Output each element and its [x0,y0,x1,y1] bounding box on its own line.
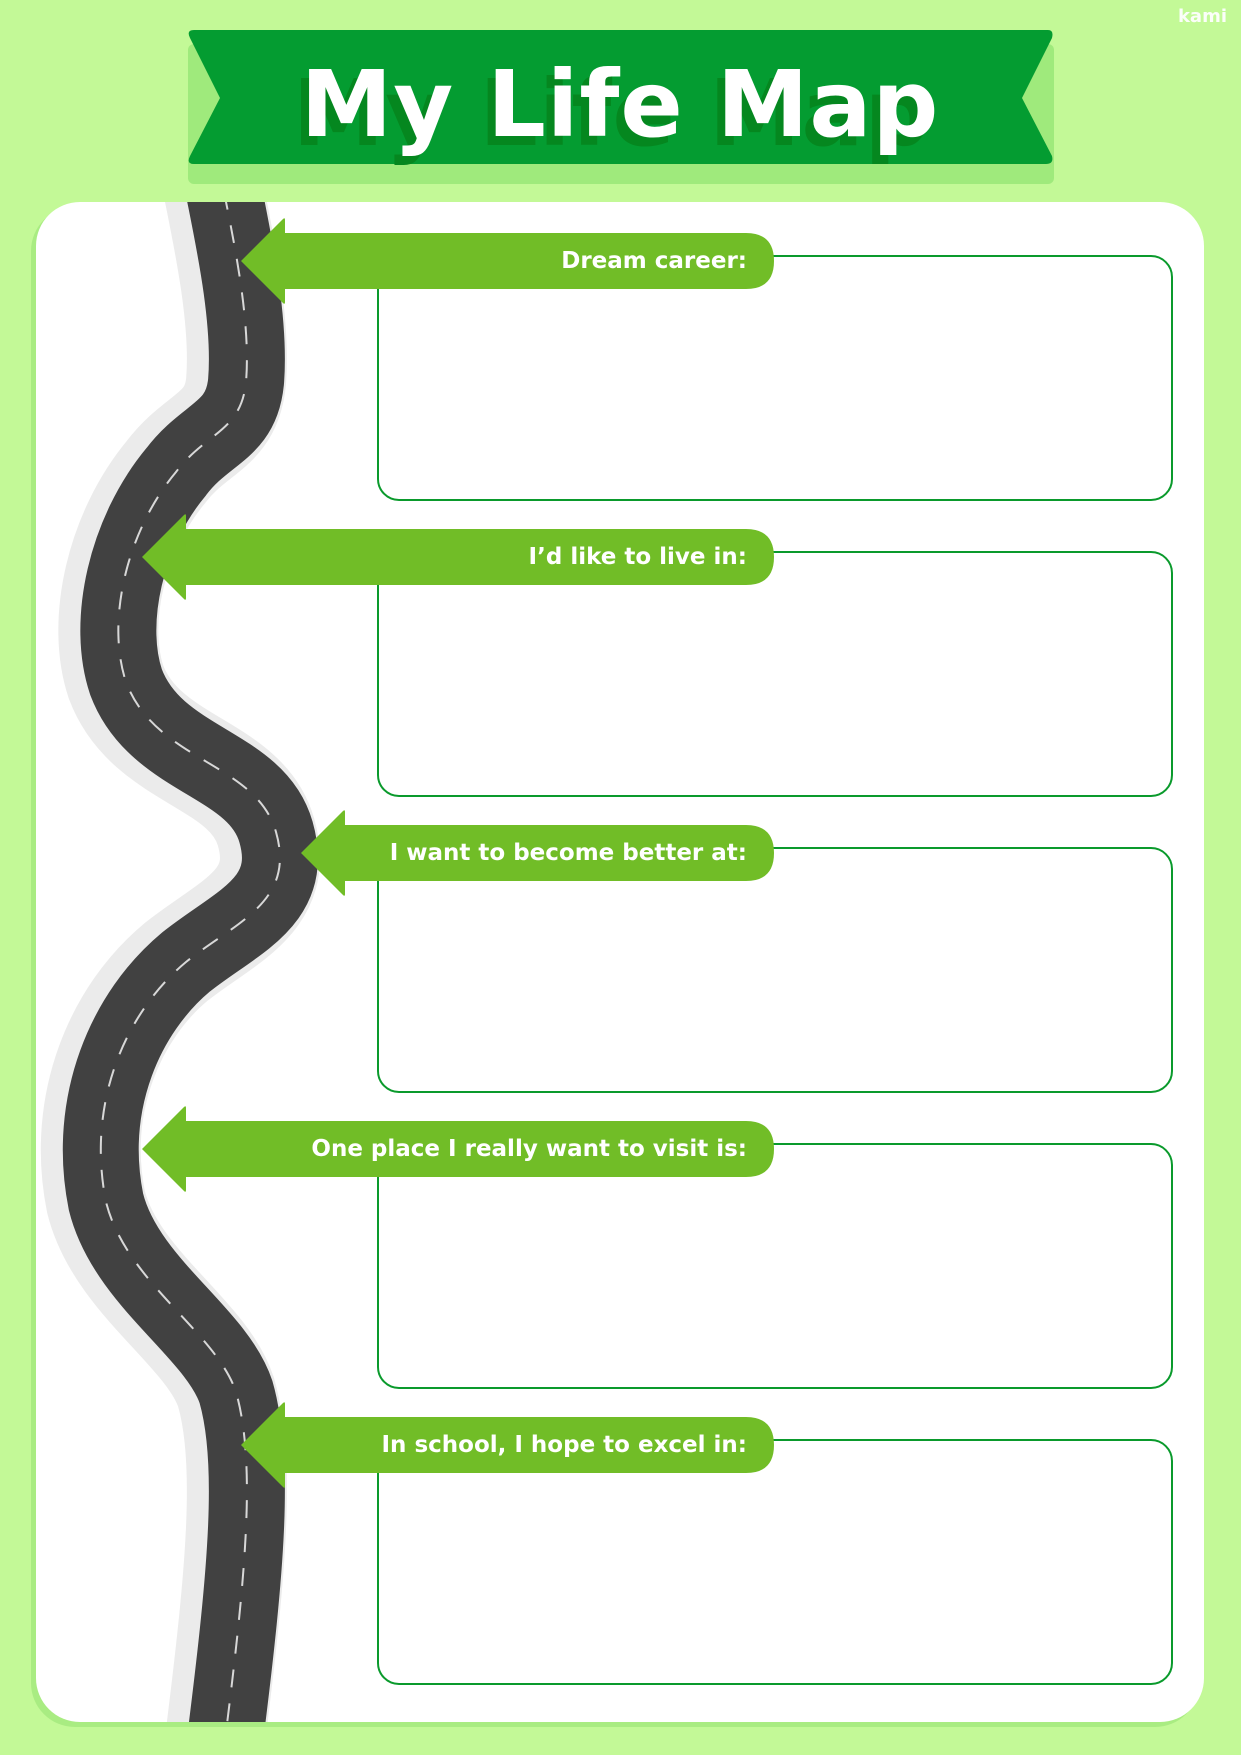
prompt-arrow-excel-in: In school, I hope to excel in: [241,1400,774,1490]
title-banner: My Life Map [186,28,1054,188]
prompt-label-live-in: I’d like to live in: [528,544,747,570]
kami-logo: kami [1177,6,1227,27]
answer-box-dream-career[interactable] [377,255,1173,501]
prompt-arrow-become-better: I want to become better at: [301,808,774,898]
arrow-left-icon [142,514,774,600]
prompt-label-become-better: I want to become better at: [389,840,747,866]
prompt-arrow-visit: One place I really want to visit is: [142,1104,774,1194]
prompt-arrow-live-in: I’d like to live in: [142,512,774,602]
answer-box-visit[interactable] [377,1143,1173,1389]
prompt-label-excel-in: In school, I hope to excel in: [381,1432,748,1458]
road-illustration [40,202,320,1722]
answer-box-become-better[interactable] [377,847,1173,1093]
arrow-left-icon [301,810,774,896]
prompt-label-dream-career: Dream career: [561,248,747,274]
arrow-left-icon [241,218,774,304]
arrow-left-icon [241,1402,774,1488]
banner-ribbon-shape [188,30,1054,184]
answer-box-live-in[interactable] [377,551,1173,797]
worksheet-card: Dream career: I’d like to live in: I wan… [36,202,1204,1722]
prompt-label-visit: One place I really want to visit is: [311,1136,747,1162]
page-title: My Life Map [300,51,940,158]
arrow-left-icon [142,1106,774,1192]
prompt-arrow-dream-career: Dream career: [241,216,774,306]
answer-box-excel-in[interactable] [377,1439,1173,1685]
